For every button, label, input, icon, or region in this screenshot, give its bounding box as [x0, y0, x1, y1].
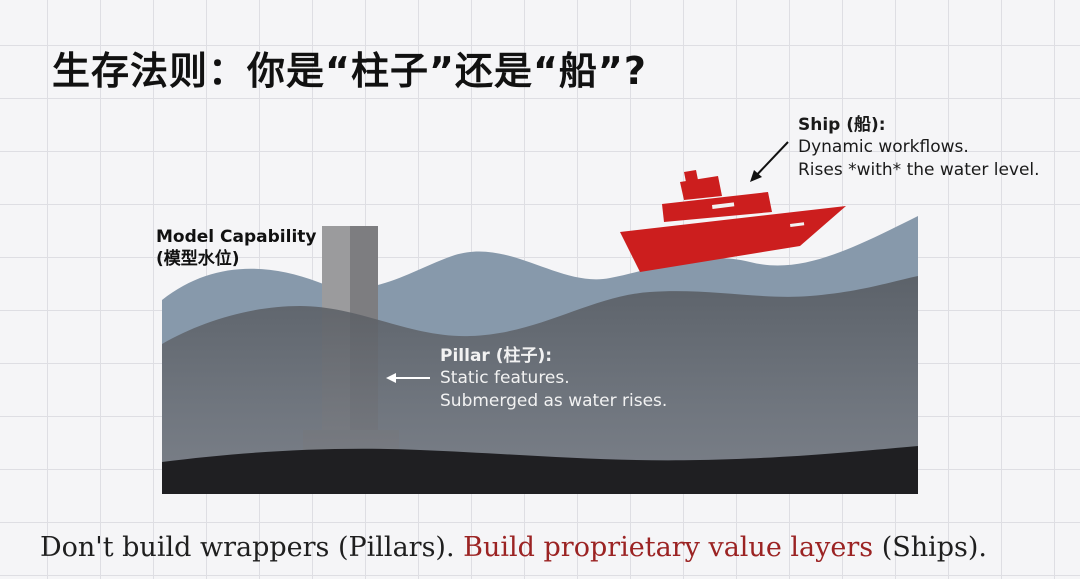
pillar-heading: Pillar (柱子):	[440, 346, 553, 366]
front-wave	[162, 276, 918, 494]
ship-window	[712, 202, 735, 209]
ship-window	[790, 222, 805, 227]
ship-heading: Ship (船):	[798, 115, 886, 135]
footer-accent: Build proprietary value layers	[463, 532, 874, 563]
ship-line2: Rises *with* the water level.	[798, 160, 1040, 180]
ship-line1: Dynamic workflows.	[798, 137, 969, 157]
model-capability-line1: Model Capability	[156, 227, 317, 247]
ship-arrow	[750, 141, 789, 182]
ship-bridge	[680, 176, 722, 200]
page-title: 生存法则：你是“柱子”还是“船”?	[52, 49, 647, 93]
pillar-arrow	[386, 373, 430, 383]
ship-label: Ship (船): Dynamic workflows. Rises *with…	[798, 114, 1040, 182]
footer-caption: Don't build wrappers (Pillars). Build pr…	[40, 532, 987, 563]
ship	[620, 170, 846, 272]
seabed	[162, 446, 918, 494]
footer-part2: (Ships).	[873, 532, 988, 563]
ship-hull	[620, 206, 846, 272]
pillar-line2: Submerged as water rises.	[440, 391, 668, 411]
pillar-label: Pillar (柱子): Static features. Submerged …	[440, 345, 667, 413]
model-capability-line2: (模型水位)	[156, 249, 240, 269]
model-capability-label: Model Capability (模型水位)	[156, 226, 317, 270]
pillar-line1: Static features.	[440, 368, 570, 388]
ship-funnel	[684, 170, 698, 182]
footer-part1: Don't build wrappers (Pillars).	[40, 532, 464, 563]
